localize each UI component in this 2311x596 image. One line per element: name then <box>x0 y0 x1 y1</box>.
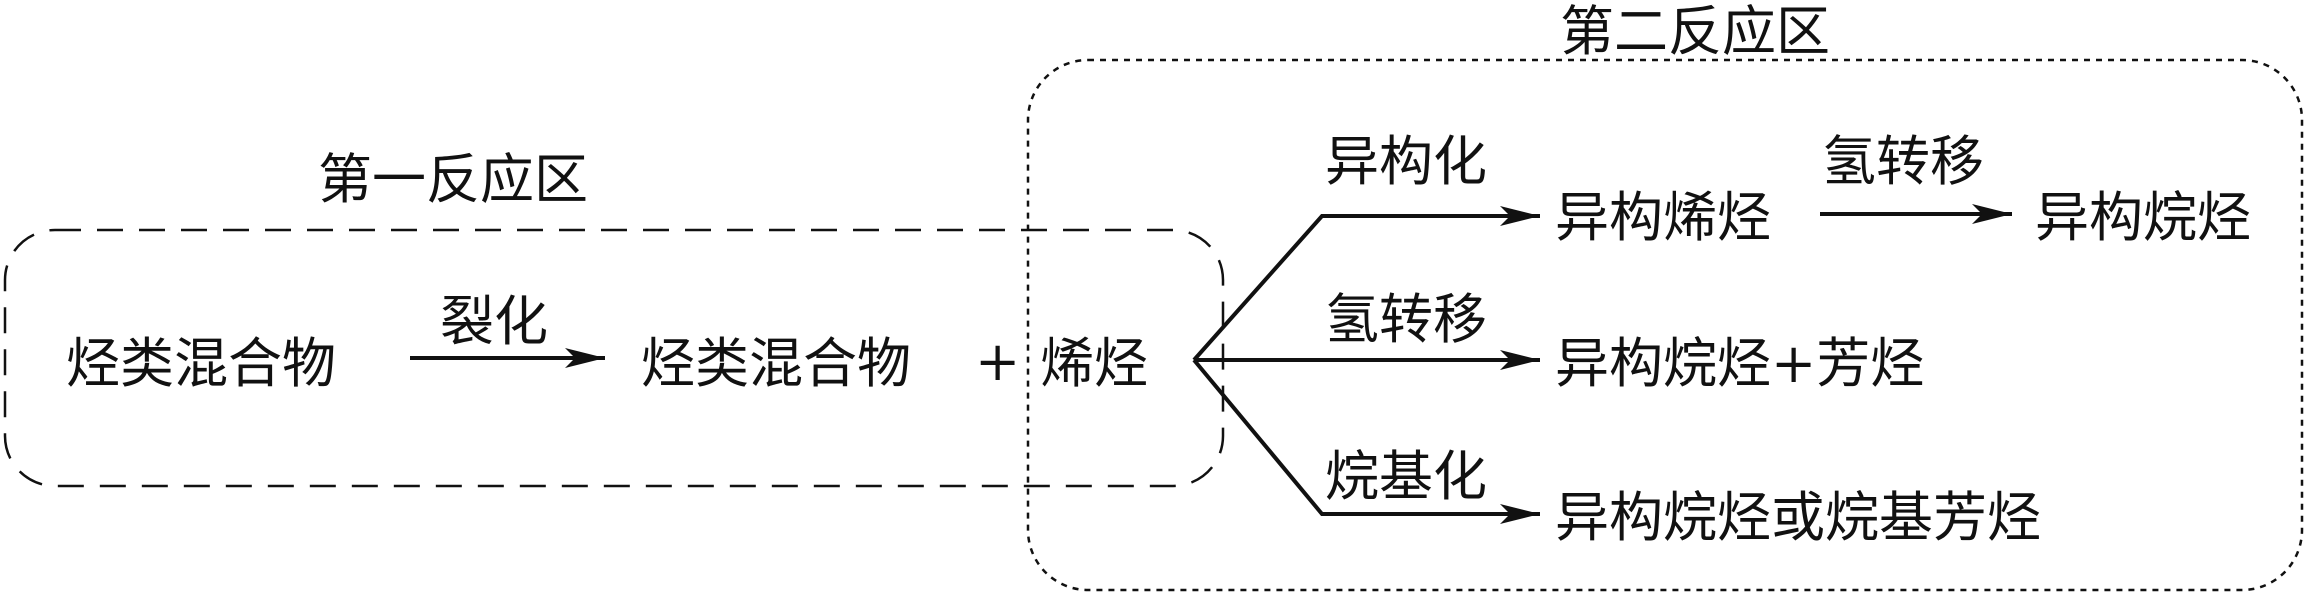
branch-label-alkylation: 烷基化 <box>1325 445 1487 508</box>
product-iso-paraffin: 异构烷烃 <box>2035 186 2251 249</box>
product-mix-label: 烃类混合物 <box>641 332 911 395</box>
product-iso-olefin: 异构烯烃 <box>1555 186 1771 249</box>
alkylation-arrow <box>1192 358 1540 524</box>
isomerization-arrow <box>1192 206 1540 362</box>
branch-label-hydrogen-transfer: 氢转移 <box>1325 288 1487 351</box>
product-iso-paraffin-aromatics: 异构烷烃+芳烃 <box>1555 332 1924 395</box>
second-hydrogen-transfer-label: 氢转移 <box>1822 130 1984 193</box>
olefin-label: 烯烃 <box>1040 332 1148 395</box>
feed-label: 烃类混合物 <box>66 332 336 395</box>
plus-sign: + <box>975 330 1020 393</box>
cracking-label: 裂化 <box>440 290 548 353</box>
product-iso-paraffin-or-alkyl-aromatics: 异构烷烃或烷基芳烃 <box>1555 486 2041 549</box>
zone2-box <box>1026 58 2304 592</box>
branch-label-isomerization: 异构化 <box>1325 130 1487 193</box>
zone2-title: 第二反应区 <box>1560 0 1830 63</box>
zone1-title: 第一反应区 <box>318 148 588 211</box>
